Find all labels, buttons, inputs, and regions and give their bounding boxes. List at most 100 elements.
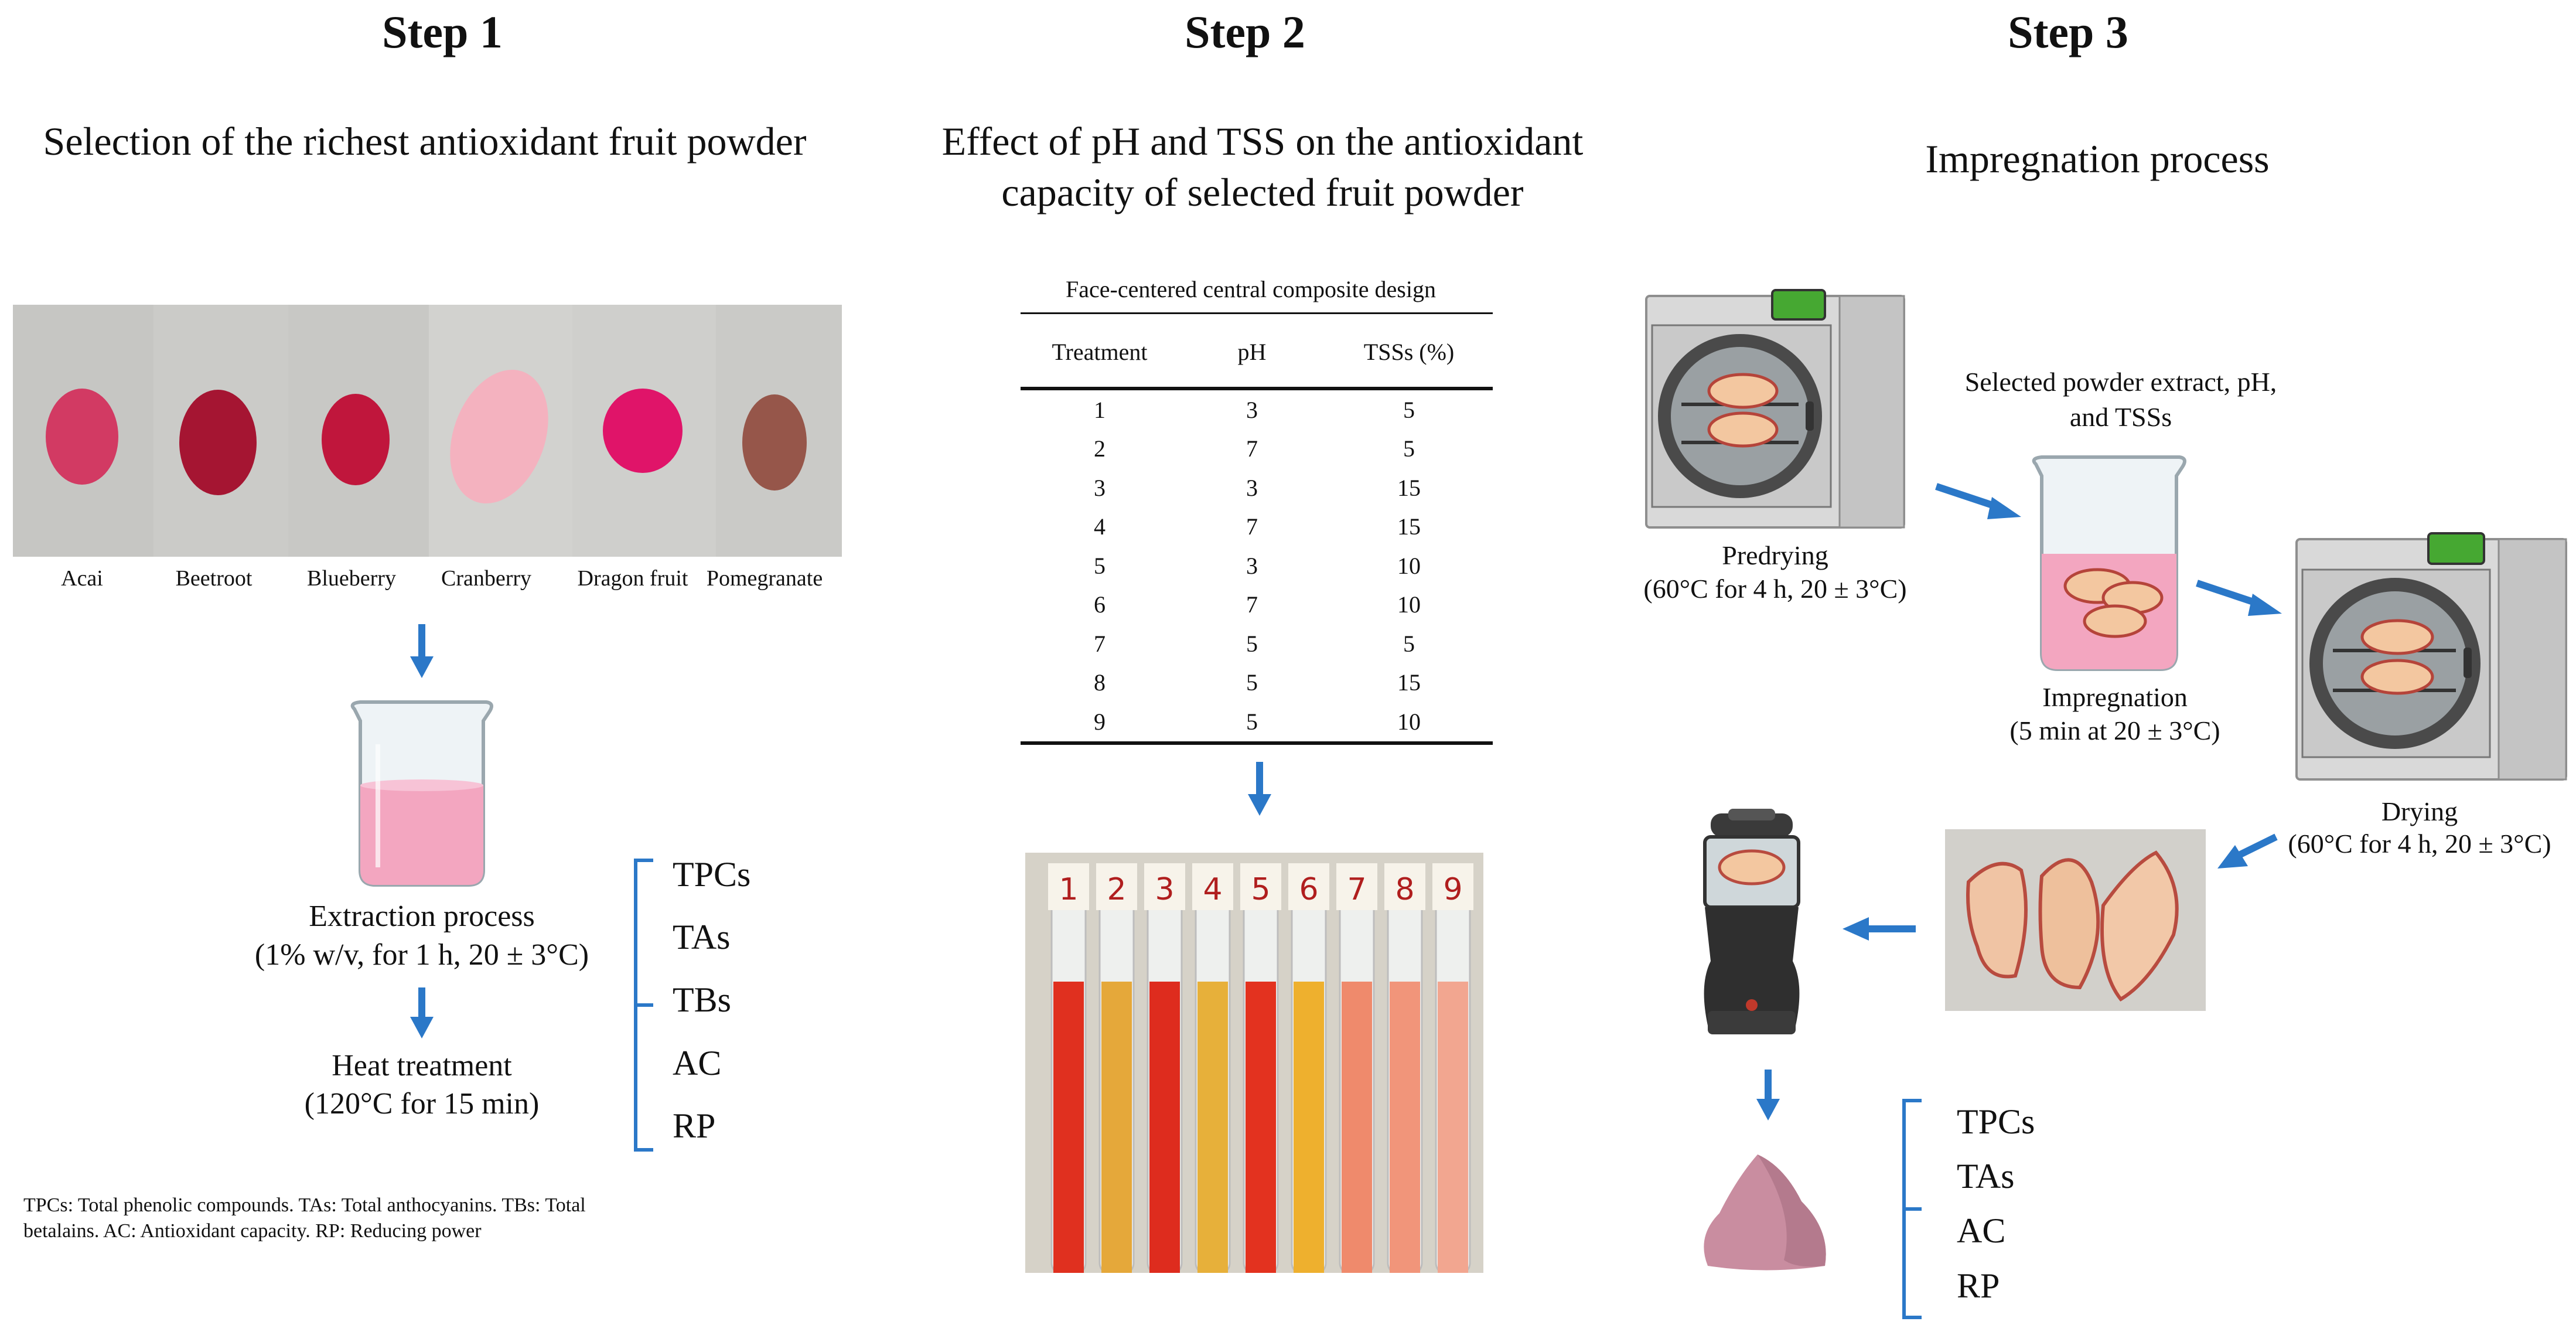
- predrying-label: Predrying: [1722, 540, 1828, 570]
- test-tube: 1: [1048, 863, 1089, 1273]
- table-header-treatment: Treatment: [1052, 338, 1148, 365]
- step1-subtitle: Selection of the richest antioxidant fru…: [43, 119, 807, 164]
- heat-treatment-label: Heat treatment: [332, 1049, 512, 1082]
- dried-apple-chips-photo: [1945, 829, 2206, 1011]
- tube-label-tag: [1192, 863, 1233, 910]
- step2-title: Step 2: [1185, 6, 1305, 57]
- fruit-label-pomegranate: Pomegranate: [706, 566, 823, 591]
- tube-number: 5: [1251, 872, 1270, 907]
- tube-liquid: [1149, 982, 1180, 1273]
- tube-label-tag: [1144, 863, 1185, 910]
- analysis-item: TBs: [673, 980, 732, 1019]
- analysis-item: TPCs: [673, 855, 751, 894]
- fruit-powder-piles: [13, 305, 842, 557]
- analysis-item: AC: [1957, 1211, 2006, 1250]
- tube-number: 8: [1395, 872, 1414, 907]
- cranberry-pile: [450, 369, 548, 504]
- tube-label-tag: [1384, 863, 1425, 910]
- table-header-ph: pH: [1237, 338, 1267, 365]
- impregnation-label: Impregnation: [2042, 682, 2188, 712]
- apple-chips: [1966, 850, 2179, 1002]
- fruit-label-beetroot: Beetroot: [175, 566, 253, 591]
- fruit-label-acai: Acai: [61, 566, 103, 591]
- tube-number: 9: [1443, 872, 1462, 907]
- tube-liquid: [1390, 982, 1420, 1273]
- tube-liquid: [1294, 982, 1324, 1273]
- table-header-row: Treatment pH TSSs (%): [1021, 316, 1493, 389]
- tube-label-tag: [1336, 863, 1377, 910]
- blueberry-pile: [322, 394, 390, 485]
- tube-liquid: [1053, 982, 1084, 1273]
- tube-label-tag: [1240, 863, 1281, 910]
- impregnation-detail: (5 min at 20 ± 3°C): [2009, 716, 2220, 745]
- arrow-right-icon: [2196, 580, 2282, 616]
- extraction-process-label: Extraction process: [309, 900, 535, 933]
- grinder-icon: [1703, 809, 1800, 1034]
- tube-liquid: [1438, 982, 1468, 1273]
- tube-label-tag: [1096, 863, 1137, 910]
- analysis-item: AC: [673, 1044, 722, 1082]
- arrow-left-icon: [1843, 917, 1916, 941]
- tube-number: 4: [1203, 872, 1222, 907]
- selected-extract-label: Selected powder extract, pH, and TSSs: [1964, 367, 2277, 432]
- analysis-item: RP: [673, 1106, 716, 1145]
- arrow-down-icon: [1248, 762, 1271, 816]
- test-tube: 4: [1192, 863, 1233, 1273]
- test-tube: 6: [1288, 863, 1329, 1273]
- tube-number: 6: [1299, 872, 1318, 907]
- tube-label-tag: [1048, 863, 1089, 910]
- arrow-right-icon: [1935, 483, 2021, 519]
- step2-subtitle: Effect of pH and TSS on the antioxidant …: [941, 119, 1584, 215]
- step3-title: Step 3: [2008, 6, 2128, 57]
- predrying-detail: (60°C for 4 h, 20 ± 3°C): [1643, 574, 1907, 604]
- ccd-table-caption: Face-centered central composite design: [1066, 276, 1436, 302]
- analysis-item: TPCs: [1957, 1102, 2035, 1141]
- tube-number: 3: [1155, 872, 1174, 907]
- tube-liquid: [1101, 982, 1132, 1273]
- dragon-fruit-pile: [603, 389, 683, 473]
- arrow-down-icon: [410, 987, 434, 1038]
- arrow-down-icon: [1756, 1070, 1780, 1121]
- fruit-label-dragon-fruit: Dragon fruit: [577, 566, 688, 591]
- analysis-item: TAs: [673, 918, 731, 956]
- bracket-icon: [634, 859, 653, 1152]
- arrow-left-icon: [2217, 833, 2278, 869]
- tube-liquid: [1342, 982, 1372, 1273]
- tube-number: 1: [1059, 872, 1078, 907]
- powder-pile-icon: [1704, 1154, 1826, 1271]
- tube-liquid: [1197, 982, 1228, 1273]
- fruit-label-cranberry: Cranberry: [441, 566, 532, 591]
- test-tube: 5: [1240, 863, 1281, 1273]
- tube-liquid: [1246, 982, 1276, 1273]
- tube-number: 7: [1347, 872, 1366, 907]
- analysis-item: TAs: [1957, 1157, 2015, 1196]
- tube-number: 2: [1107, 872, 1126, 907]
- step1-title: Step 1: [382, 6, 503, 57]
- acai-pile: [46, 389, 118, 485]
- drying-detail: (60°C for 4 h, 20 ± 3°C): [2288, 829, 2551, 859]
- drying-label: Drying: [2381, 796, 2458, 826]
- beetroot-pile: [179, 390, 257, 495]
- dryer-icon: [2295, 532, 2567, 781]
- dryer-icon: [1645, 289, 1905, 529]
- bracket-icon: [1902, 1099, 1922, 1319]
- step3-subtitle: Impregnation process: [1925, 137, 2270, 181]
- pomegranate-pile: [742, 394, 807, 491]
- test-tube: 8: [1384, 863, 1425, 1273]
- abbreviations-footnote: TPCs: Total phenolic compounds. TAs: Tot…: [23, 1194, 586, 1242]
- beaker-icon: [2032, 455, 2186, 671]
- tube-label-tag: [1288, 863, 1329, 910]
- analysis-item: RP: [1957, 1266, 2000, 1305]
- arrow-down-icon: [410, 624, 434, 678]
- table-header-tss: TSSs (%): [1363, 338, 1455, 365]
